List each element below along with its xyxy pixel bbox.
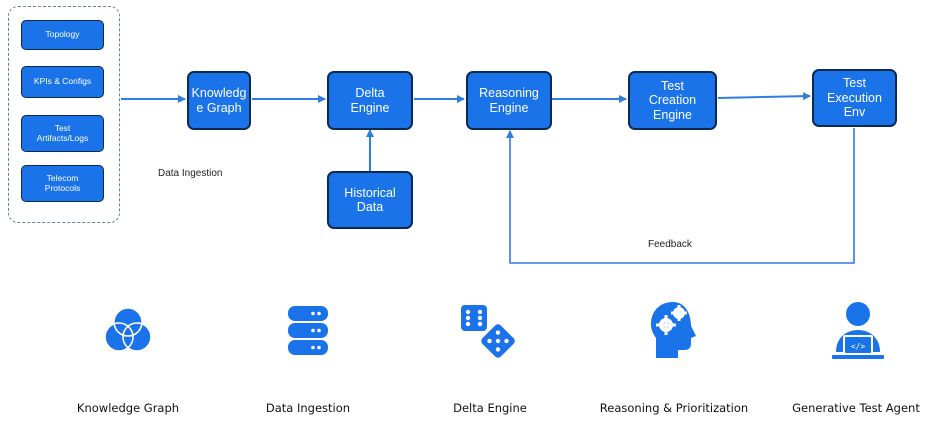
source-telecom-protocols: Telecom Protocols [21, 165, 104, 202]
source-topology: Topology [21, 20, 104, 50]
caption-reasoning-prioritization: Reasoning & Prioritization [599, 401, 749, 415]
svg-text:</>: </> [851, 342, 866, 351]
dice-icon [458, 303, 520, 361]
node-knowledge-graph: Knowledg e Graph [187, 71, 251, 130]
node-test-creation-engine: Test Creation Engine [628, 71, 717, 130]
caption-generative-test-agent: Generative Test Agent [792, 401, 920, 415]
venn-icon [100, 303, 156, 359]
node-delta-engine: Delta Engine [327, 71, 413, 130]
source-kpis-configs: KPIs & Configs [21, 66, 104, 98]
caption-data-ingestion: Data Ingestion [265, 401, 351, 415]
head-gears-icon [646, 298, 702, 362]
source-test-artifacts: Test Artifacts/Logs [21, 115, 104, 152]
caption-delta-engine: Delta Engine [453, 401, 527, 415]
person-laptop-icon: </> [830, 300, 886, 362]
data-sources-group [8, 6, 120, 223]
label-feedback: Feedback [648, 239, 692, 250]
arrow-creation-to-execution [717, 92, 811, 101]
label-data-ingestion: Data Ingestion [158, 168, 223, 179]
feedback-loop [506, 128, 855, 264]
node-historical-data: Historical Data [327, 171, 413, 229]
node-reasoning-engine: Reasoning Engine [466, 71, 552, 130]
caption-knowledge-graph: Knowledge Graph [76, 401, 180, 415]
database-icon [285, 303, 331, 359]
node-test-execution-env: Test Execution Env [812, 69, 897, 127]
